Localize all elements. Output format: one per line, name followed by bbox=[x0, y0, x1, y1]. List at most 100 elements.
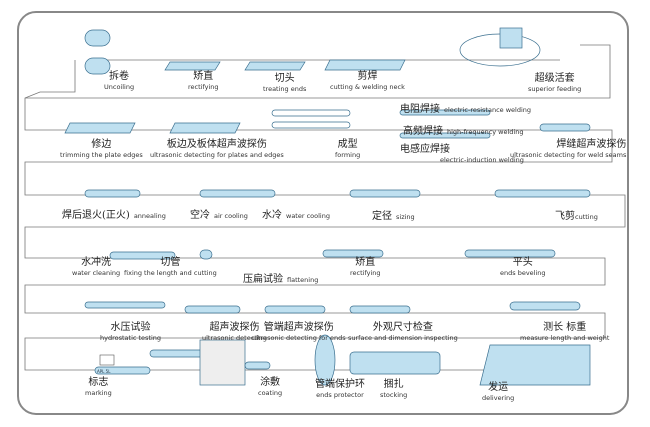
marking-stamp-text: APL 5L bbox=[97, 369, 111, 374]
step-cn: 焊后退火(正火) bbox=[62, 210, 130, 221]
step-en: surface and dimension inspecting bbox=[348, 334, 458, 342]
step-en: cutting & welding neck bbox=[330, 83, 405, 91]
step-en: flattening bbox=[287, 276, 319, 284]
step-cn: 矫直 bbox=[355, 257, 376, 268]
step-cn: 平头 bbox=[512, 257, 533, 268]
step-en: fixing the length and cutting bbox=[124, 269, 217, 277]
step-en: ultrasonic detecting for plates and edge… bbox=[150, 151, 284, 159]
step-high-frequency-welding: 高频焊接 high-frequency welding bbox=[403, 121, 523, 137]
step-en: rectifying bbox=[188, 83, 219, 91]
step-cn: 发运 bbox=[488, 382, 509, 393]
step-cn: 水冲洗 bbox=[81, 257, 112, 268]
step-en: electric-resistance welding bbox=[444, 106, 532, 114]
step-en: cutting bbox=[575, 213, 598, 221]
step-cn: 测长 标重 bbox=[543, 322, 587, 333]
step-cn: 超声波探伤 bbox=[209, 322, 260, 333]
step-cn: 矫直 bbox=[193, 71, 214, 82]
step-en: ultrasonic detecting for ends bbox=[252, 334, 346, 342]
step-cn: 标志 bbox=[88, 377, 109, 388]
step-cn: 捆扎 bbox=[383, 379, 404, 390]
step-cn: 电感应焊接 bbox=[400, 144, 450, 155]
step-en: marking bbox=[85, 389, 112, 397]
step-en: rectifying bbox=[350, 269, 381, 277]
step-flattening: 压扁试验 flattening bbox=[243, 269, 318, 285]
step-en: electric-induction welding bbox=[440, 156, 524, 164]
step-cn: 定径 bbox=[372, 211, 392, 222]
step-en: air cooling bbox=[214, 212, 248, 220]
step-en: stocking bbox=[380, 391, 408, 399]
step-sizing: 定径 sizing bbox=[372, 206, 415, 222]
step-en: ultrasonic detecting bbox=[202, 334, 267, 342]
step-cn: 拆卷 bbox=[109, 71, 130, 82]
step-en: ultrasonic detecting for weld seams bbox=[510, 151, 627, 159]
step-air-cooling: 空冷 air cooling bbox=[190, 205, 248, 221]
step-cn: 电阻焊接 bbox=[400, 104, 440, 115]
step-en: Uncoiling bbox=[104, 83, 135, 91]
step-cn: 空冷 bbox=[190, 210, 210, 221]
step-en: trimming the plate edges bbox=[60, 151, 143, 159]
step-electric-resistance-welding: 电阻焊接 electric-resistance welding bbox=[400, 99, 531, 115]
step-en: treating ends bbox=[263, 85, 307, 93]
step-cn: 飞剪 bbox=[555, 211, 575, 222]
step-en: sizing bbox=[396, 213, 415, 221]
step-cn: 超级活套 bbox=[534, 73, 575, 84]
step-en: superior feeding bbox=[528, 85, 582, 93]
step-en: delivering bbox=[482, 394, 515, 402]
step-en: coating bbox=[258, 389, 283, 397]
step-cn: 水冷 bbox=[262, 210, 282, 221]
step-cn: 切管 bbox=[160, 257, 181, 268]
outer-frame bbox=[17, 11, 629, 415]
step-cn: 管端保护环 bbox=[315, 379, 365, 390]
step-cn: 剪焊 bbox=[357, 71, 378, 82]
step-cn: 高频焊接 bbox=[403, 126, 443, 137]
step-annealing: 焊后退火(正火)annealing bbox=[62, 205, 166, 221]
step-water-cooling: 水冷 water cooling bbox=[262, 205, 330, 221]
marking-box-icon bbox=[99, 354, 115, 366]
step-cn: 水压试验 bbox=[110, 322, 151, 333]
step-en: ends protector bbox=[316, 391, 364, 399]
step-en: ends beveling bbox=[500, 269, 546, 277]
step-en: annealing bbox=[133, 212, 166, 220]
step-cn: 外观尺寸检查 bbox=[372, 322, 433, 333]
step-en: high-frequency welding bbox=[447, 128, 524, 136]
step-en: water cooling bbox=[286, 212, 330, 220]
step-cn: 切头 bbox=[274, 73, 295, 84]
step-cn: 成型 bbox=[337, 139, 358, 150]
step-flying-cutting: 飞剪cutting bbox=[555, 206, 598, 222]
step-en: forming bbox=[335, 151, 361, 159]
step-en: hydrostatic testing bbox=[100, 334, 162, 342]
step-cn: 修边 bbox=[91, 139, 112, 150]
step-cn: 焊缝超声波探伤 bbox=[556, 139, 627, 150]
step-cn: 压扁试验 bbox=[243, 274, 283, 285]
step-en: water cleaning bbox=[72, 269, 121, 277]
step-cn: 管端超声波探伤 bbox=[263, 322, 334, 333]
step-cn: 板边及板体超声波探伤 bbox=[166, 139, 267, 150]
step-cn: 涂敷 bbox=[260, 377, 281, 388]
step-en: measure length and weight bbox=[520, 334, 610, 342]
